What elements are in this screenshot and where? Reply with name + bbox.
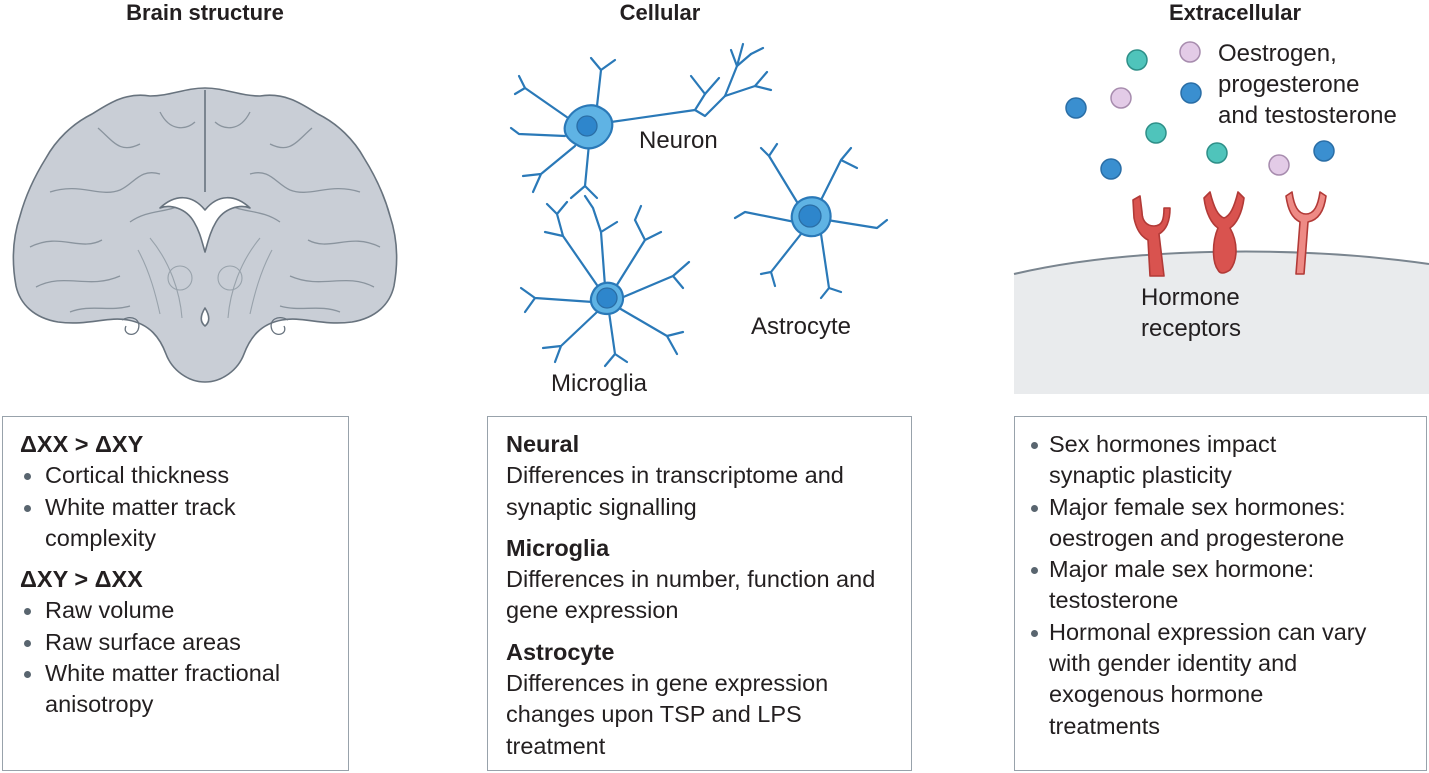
testosterone-molecule [1126, 49, 1148, 71]
astrocyte-processes [733, 142, 889, 300]
astrocyte-heading: Astrocyte [506, 638, 615, 665]
xy-greater-list: Raw volume Raw surface areas White matte… [20, 595, 336, 720]
brain-coronal-section [12, 87, 398, 383]
oestrogen-molecule [1100, 158, 1122, 180]
oestrogen-molecule [1180, 82, 1202, 104]
progesterone-molecule [1110, 87, 1132, 109]
microglia-nucleus [596, 287, 618, 309]
list-item: Major female sex hormones: oestrogen and… [1031, 492, 1424, 555]
hormones-label: Oestrogen, progesterone and testosterone [1218, 40, 1397, 129]
astrocyte-nucleus [798, 204, 822, 228]
panel-title-brain-structure: Brain structure [126, 0, 284, 25]
hormone-receptor-3 [1285, 191, 1327, 275]
heading-xy-greater: ΔXY > ΔXX [20, 566, 143, 593]
microglia-processes [519, 194, 691, 368]
list-item: Major male sex hormone: testosterone [1031, 554, 1379, 617]
oestrogen-molecule [1313, 140, 1335, 162]
oestrogen-molecule [1065, 97, 1087, 119]
cell-membrane [1014, 251, 1429, 394]
astrocyte-text: Differences in gene expression changes u… [506, 670, 829, 759]
progesterone-molecule [1268, 154, 1290, 176]
list-item: Sex hormones impact synaptic plasticity [1031, 429, 1349, 492]
list-item: Hormonal expression can vary with gender… [1031, 617, 1379, 742]
brain-structure-box: ΔXX > ΔXY Cortical thickness White matte… [2, 416, 349, 771]
list-item: Raw surface areas [20, 627, 336, 658]
microglia-label: Microglia [551, 370, 648, 397]
panel-title-cellular: Cellular [619, 0, 701, 25]
progesterone-molecule [1179, 41, 1201, 63]
hormone-facts-list: Sex hormones impact synaptic plasticity … [1031, 429, 1414, 742]
third-ventricle [200, 307, 210, 327]
receptors-label: Hormone receptors [1141, 284, 1242, 342]
extracellular-box: Sex hormones impact synaptic plasticity … [1014, 416, 1427, 771]
cellular-box: Neural Differences in transcriptome and … [487, 416, 912, 771]
neuron-nucleus [576, 115, 598, 137]
panel-title-extracellular: Extracellular [1168, 0, 1302, 25]
astrocyte-label: Astrocyte [751, 313, 852, 340]
hormone-receptor-1 [1132, 195, 1171, 277]
list-item: White matter fractional anisotropy [20, 658, 345, 721]
list-item: Cortical thickness [20, 460, 336, 491]
heading-xx-greater: ΔXX > ΔXY [20, 431, 144, 457]
list-item: White matter track complexity [20, 492, 293, 555]
testosterone-molecule [1145, 122, 1167, 144]
testosterone-molecule [1206, 142, 1228, 164]
xx-greater-list: Cortical thickness White matter track co… [20, 460, 336, 554]
neural-text: Differences in transcriptome and synapti… [506, 462, 844, 520]
neural-heading: Neural [506, 431, 580, 457]
lateral-ventricle [159, 196, 251, 253]
neuron-processes [509, 42, 773, 200]
hormone-receptor-2 [1203, 191, 1245, 274]
extracellular-illustration [1013, 41, 1429, 394]
cells-illustration [509, 42, 889, 368]
microglia-heading: Microglia [506, 534, 610, 561]
neuron-label: Neuron [639, 127, 718, 154]
list-item: Raw volume [20, 595, 336, 626]
microglia-text: Differences in number, function and gene… [506, 566, 876, 624]
